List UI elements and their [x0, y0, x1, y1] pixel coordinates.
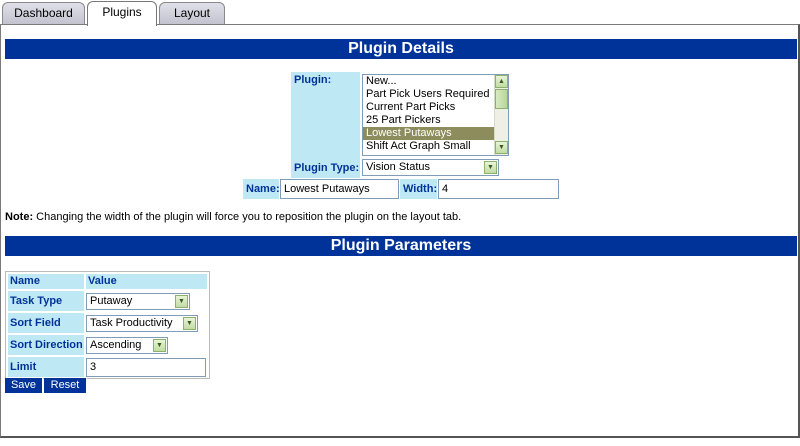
list-item[interactable]: Part Pick Users Required [366, 88, 490, 100]
param-label-task-type: Task Type [8, 291, 84, 311]
note-prefix: Note: [5, 211, 34, 223]
plugin-listbox[interactable]: New... Part Pick Users Required Current … [362, 74, 509, 156]
reset-button[interactable]: Reset [44, 378, 87, 393]
column-header-name: Name [8, 274, 84, 289]
list-item[interactable]: Shift Act Graph Small [366, 140, 471, 152]
sort-field-value: Task Productivity [90, 317, 173, 329]
column-header-value: Value [86, 274, 207, 289]
note-text: Changing the width of the plugin will fo… [33, 211, 462, 223]
name-label: Name: [243, 179, 280, 199]
list-item-selected[interactable]: Lowest Putaways [363, 127, 508, 140]
param-label-limit: Limit [8, 357, 84, 377]
sort-field-select[interactable]: Task Productivity ▼ [86, 315, 198, 332]
plugin-type-label: Plugin Type: [291, 158, 360, 178]
width-label: Width: [400, 179, 437, 199]
param-label-sort-field: Sort Field [8, 313, 84, 333]
sort-direction-value: Ascending [90, 339, 142, 351]
chevron-down-icon[interactable]: ▼ [183, 317, 196, 330]
sort-direction-select[interactable]: Ascending ▼ [86, 337, 168, 354]
scrollbar-thumb[interactable] [495, 89, 508, 109]
plugin-type-select[interactable]: Vision Status ▼ [362, 159, 499, 176]
name-field[interactable]: Lowest Putaways [280, 179, 399, 199]
limit-field[interactable]: 3 [86, 358, 206, 377]
tab-bar: Dashboard Plugins Layout [0, 0, 800, 26]
save-button[interactable]: Save [5, 378, 43, 393]
task-type-value: Putaway [90, 295, 133, 307]
list-item[interactable]: Current Part Picks [366, 101, 456, 113]
plugin-parameters-title: Plugin Parameters [5, 236, 797, 256]
plugin-details-title: Plugin Details [5, 39, 797, 59]
list-item[interactable]: 25 Part Pickers [366, 114, 441, 126]
width-change-note: Note: Changing the width of the plugin w… [5, 211, 461, 223]
chevron-down-icon[interactable]: ▼ [153, 339, 166, 352]
chevron-down-icon[interactable]: ▼ [175, 295, 188, 308]
param-label-sort-direction: Sort Direction [8, 335, 84, 355]
chevron-up-icon[interactable]: ▲ [495, 75, 508, 88]
parameters-table: Name Value Task Type Putaway ▼ Sort Fiel… [5, 271, 210, 379]
plugins-panel: Plugin Details Plugin: New... Part Pick … [0, 24, 800, 438]
task-type-select[interactable]: Putaway ▼ [86, 293, 190, 310]
width-field[interactable]: 4 [438, 179, 559, 199]
tab-plugins[interactable]: Plugins [87, 1, 157, 26]
plugin-type-value: Vision Status [366, 161, 431, 173]
listbox-scrollbar[interactable]: ▲ ▼ [494, 75, 508, 155]
chevron-down-icon[interactable]: ▼ [495, 141, 508, 154]
tab-layout[interactable]: Layout [159, 2, 225, 24]
chevron-down-icon[interactable]: ▼ [484, 161, 497, 174]
tab-dashboard[interactable]: Dashboard [2, 2, 85, 24]
list-item[interactable]: New... [366, 75, 397, 87]
plugin-label: Plugin: [291, 72, 360, 158]
